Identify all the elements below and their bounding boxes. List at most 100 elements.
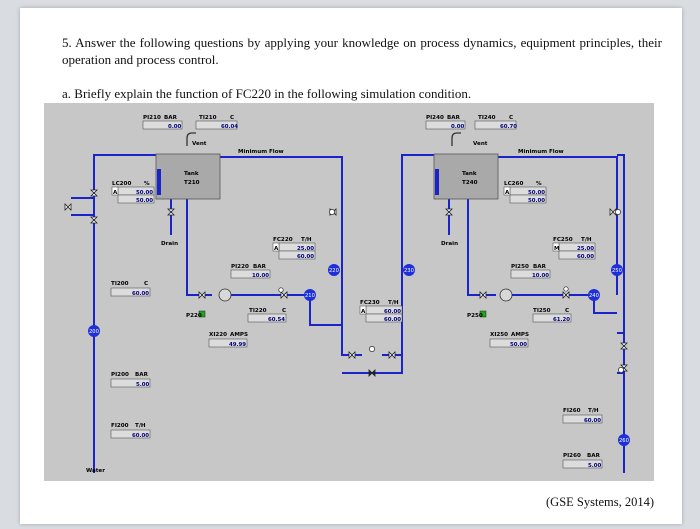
valve-icon[interactable] — [609, 208, 617, 216]
tank-label: Tank — [462, 171, 477, 177]
svg-text:220: 220 — [329, 268, 339, 274]
controller-fc250[interactable]: FC250 T/H M 25.00 60.00 — [553, 237, 594, 260]
instrument-pi240[interactable]: PI240 BAR 0.00 — [426, 115, 465, 130]
valve-icon[interactable] — [620, 342, 628, 350]
controller-lc260[interactable]: LC260 % A 50.00 50.00 — [504, 181, 545, 204]
svg-text:60.00: 60.00 — [132, 291, 149, 297]
svg-text:T/H: T/H — [388, 300, 399, 306]
instrument-ti220[interactable]: TI220 C 60.54 — [249, 308, 286, 323]
instrument-ti210[interactable]: TI210 C 60.04 — [199, 115, 238, 130]
svg-text:C: C — [565, 308, 569, 314]
instrument-fi260[interactable]: FI260 T/H 60.00 — [563, 408, 601, 424]
svg-text:50.00: 50.00 — [528, 198, 545, 204]
vent-label: Vent — [192, 141, 207, 147]
svg-text:50.00: 50.00 — [136, 198, 153, 204]
process-diagram: Tank T210 Tank T240 Vent Vent Minimum Fl… — [44, 103, 654, 481]
valve-icon[interactable] — [64, 203, 72, 211]
svg-text:T/H: T/H — [135, 423, 146, 429]
svg-text:50.00: 50.00 — [136, 190, 153, 196]
svg-text:260: 260 — [619, 438, 629, 444]
instrument-pi200[interactable]: PI200 BAR 5.00 — [111, 372, 150, 388]
svg-text:FC220: FC220 — [273, 237, 293, 243]
instrument-fi200[interactable]: FI200 T/H 60.00 — [111, 423, 149, 439]
svg-text:PI210: PI210 — [143, 115, 161, 121]
pump-p220[interactable]: P220 — [186, 288, 232, 319]
svg-text:250: 250 — [612, 268, 622, 274]
mode-indicator: A — [274, 246, 279, 252]
instrument-pi210[interactable]: PI210 BAR 0.00 — [143, 115, 182, 130]
svg-text:49.99: 49.99 — [229, 342, 246, 348]
svg-text:25.00: 25.00 — [577, 246, 594, 252]
actuator-icon — [278, 287, 284, 293]
controller-lc200[interactable]: LC200 % A 50.00 50.00 — [112, 181, 153, 204]
svg-text:PI220: PI220 — [231, 264, 249, 270]
svg-text:60.00: 60.00 — [297, 254, 314, 260]
valve-icon[interactable] — [167, 208, 175, 216]
svg-text:C: C — [144, 281, 148, 287]
svg-text:%: % — [144, 181, 150, 187]
node-220: 220 — [328, 264, 340, 276]
svg-text:BAR: BAR — [447, 115, 461, 121]
svg-text:BAR: BAR — [253, 264, 267, 270]
vent-label: Vent — [473, 141, 488, 147]
svg-text:TI220: TI220 — [249, 308, 267, 314]
svg-text:LC200: LC200 — [112, 181, 131, 187]
svg-text:BAR: BAR — [533, 264, 547, 270]
instrument-pi250[interactable]: PI250 BAR 10.00 — [511, 264, 549, 279]
svg-text:TI250: TI250 — [533, 308, 551, 314]
svg-text:AMPS: AMPS — [230, 332, 248, 338]
mode-boxes — [111, 186, 560, 315]
valve-icon[interactable] — [198, 291, 206, 299]
valve-icon[interactable] — [562, 291, 570, 299]
question-part-a: a. Briefly explain the function of FC220… — [62, 86, 472, 101]
pump-status-indicator — [198, 310, 206, 318]
svg-text:FI200: FI200 — [111, 423, 129, 429]
svg-text:TI210: TI210 — [199, 115, 217, 121]
instrument-xi220[interactable]: XI220 AMPS 49.99 — [209, 332, 248, 348]
valve-icon[interactable] — [479, 291, 487, 299]
valve-icon[interactable] — [368, 369, 376, 377]
controller-fc230[interactable]: FC230 T/H A 60.00 60.00 — [360, 300, 401, 323]
pump-icon — [499, 288, 513, 302]
pump-p250[interactable]: P250 — [467, 288, 513, 319]
pump-label: P250 — [467, 313, 483, 319]
instrument-xi250[interactable]: XI250 AMPS 50.00 — [490, 332, 529, 348]
pump-label: P220 — [186, 313, 202, 319]
svg-text:10.00: 10.00 — [252, 273, 269, 279]
valve-icon[interactable] — [348, 351, 356, 359]
instrument-ti200[interactable]: TI200 C 60.00 — [111, 281, 149, 297]
svg-text:PI260: PI260 — [563, 453, 581, 459]
actuator-icon — [329, 209, 335, 215]
svg-text:C: C — [509, 115, 513, 121]
svg-text:C: C — [230, 115, 234, 121]
actuators — [278, 209, 624, 373]
valve-icon[interactable] — [90, 189, 98, 197]
svg-text:FC250: FC250 — [553, 237, 573, 243]
instrument-pi260[interactable]: PI260 BAR 5.00 — [563, 453, 602, 469]
tank-t210: Tank T210 — [155, 153, 221, 200]
valve-icon[interactable] — [90, 216, 98, 224]
svg-text:10.00: 10.00 — [532, 273, 549, 279]
controller-fc220[interactable]: FC220 T/H A 25.00 60.00 — [273, 237, 314, 260]
instrument-ti240[interactable]: TI240 C 60.70 — [478, 115, 517, 130]
mode-indicator: A — [505, 190, 510, 196]
water-label: Water — [86, 468, 105, 474]
instrument-pi220[interactable]: PI220 BAR 10.00 — [231, 264, 269, 279]
valve-icon[interactable] — [388, 351, 396, 359]
svg-text:60.04: 60.04 — [221, 124, 238, 130]
svg-text:5.00: 5.00 — [136, 382, 150, 388]
svg-text:230: 230 — [404, 268, 414, 274]
valve-icon[interactable] — [280, 291, 288, 299]
pump-status-indicator — [479, 310, 487, 318]
valve-icon[interactable] — [445, 208, 453, 216]
instrument-ti250[interactable]: TI250 C 61.20 — [533, 308, 570, 323]
svg-text:T/H: T/H — [581, 237, 592, 243]
drain-label: Drain — [441, 241, 458, 247]
question-intro: 5. Answer the following questions by app… — [62, 35, 662, 67]
svg-text:TI200: TI200 — [111, 281, 129, 287]
svg-text:BAR: BAR — [164, 115, 178, 121]
mode-indicator: A — [361, 309, 366, 315]
svg-text:60.00: 60.00 — [132, 433, 149, 439]
svg-text:50.00: 50.00 — [510, 342, 527, 348]
svg-text:60.00: 60.00 — [384, 317, 401, 323]
